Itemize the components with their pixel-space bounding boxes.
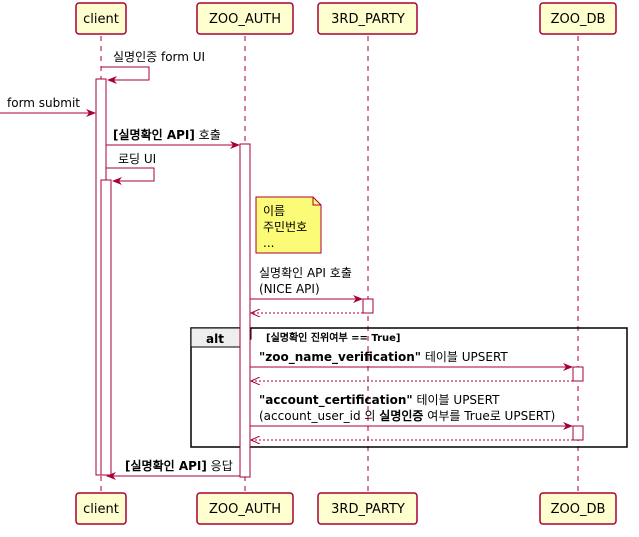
message-upsert-account-certification: "account_certification" 테이블 UPSERT (acco…	[250, 393, 573, 430]
message-label: 실명인증 form UI	[113, 50, 205, 64]
participant-3rd-party-top: 3RD_PARTY	[317, 2, 418, 35]
message-label: 로딩 UI	[118, 152, 156, 166]
activation-zoo-db-1	[572, 366, 584, 382]
participant-zoo-db-top: ZOO_DB	[539, 2, 617, 35]
message-self-form-ui: 실명인증 form UI	[101, 50, 205, 84]
message-label: 실명확인 API 호출	[259, 266, 352, 280]
participant-zoo-db-bottom: ZOO_DB	[539, 492, 617, 525]
message-loading-ui: 로딩 UI	[106, 152, 156, 185]
message-form-submit: form submit	[0, 96, 96, 117]
participant-label: ZOO_DB	[551, 12, 606, 27]
note-line: 주민번호	[263, 220, 307, 234]
participant-label: ZOO_AUTH	[209, 502, 281, 517]
message-label-rest: 테이블 UPSERT	[421, 350, 508, 364]
message-label-rest: 테이블 UPSERT	[413, 393, 500, 407]
participant-3rd-party-bottom: 3RD_PARTY	[317, 492, 418, 525]
message-label-rest: 응답	[207, 459, 233, 473]
message-label: "account_certification" 테이블 UPSERT	[259, 393, 500, 408]
message-label-rest: 호출	[195, 128, 221, 142]
message-nice-api-call: 실명확인 API 호출 (NICE API)	[250, 266, 363, 303]
alt-condition: [실명확인 진위여부 == True]	[266, 331, 401, 344]
message-label: "zoo_name_verification" 테이블 UPSERT	[259, 350, 508, 365]
participant-client-top: client	[75, 2, 127, 35]
message-label-bold: "account_certification"	[259, 393, 413, 408]
participant-label: client	[83, 12, 119, 27]
participant-zoo-auth-bottom: ZOO_AUTH	[196, 492, 294, 525]
message-label: form submit	[7, 96, 80, 110]
note-line: 이름	[263, 204, 285, 218]
message-label-bold: "zoo_name_verification"	[259, 350, 421, 365]
activation-client-2	[100, 179, 112, 476]
message-label: (NICE API)	[259, 282, 320, 296]
message-label-part: 여부를 True로 UPSERT)	[423, 409, 555, 423]
message-label: [실명확인 API] 호출	[113, 127, 221, 142]
message-label: [실명확인 API] 응답	[125, 458, 233, 473]
activation-3rd-party	[362, 298, 374, 314]
message-upsert-name-verification: "zoo_name_verification" 테이블 UPSERT	[250, 350, 573, 371]
participant-label: 3RD_PARTY	[331, 12, 405, 27]
note-line: ...	[263, 236, 274, 250]
message-label-part: (account_user_id 의	[259, 409, 379, 423]
activation-zoo-db-2	[572, 425, 584, 441]
participant-label: client	[83, 502, 119, 517]
participant-zoo-auth-top: ZOO_AUTH	[196, 2, 294, 35]
participant-client-bottom: client	[75, 492, 127, 525]
message-api-response: [실명확인 API] 응답	[106, 458, 240, 480]
message-label-bold: [실명확인 API]	[125, 458, 207, 473]
participant-label: 3RD_PARTY	[331, 502, 405, 517]
message-label-bold: [실명확인 API]	[113, 127, 195, 142]
message-label: (account_user_id 의 실명인증 여부를 True로 UPSERT…	[259, 408, 555, 423]
note: 이름 주민번호 ...	[255, 196, 322, 254]
alt-keyword: alt	[206, 332, 224, 346]
alt-frame: alt [실명확인 진위여부 == True]	[190, 327, 628, 448]
participant-label: ZOO_AUTH	[209, 12, 281, 27]
message-label-bold: 실명인증	[379, 408, 423, 423]
message-call-api: [실명확인 API] 호출	[106, 127, 240, 149]
activation-zoo-auth	[239, 143, 251, 478]
participant-label: ZOO_DB	[551, 502, 606, 517]
